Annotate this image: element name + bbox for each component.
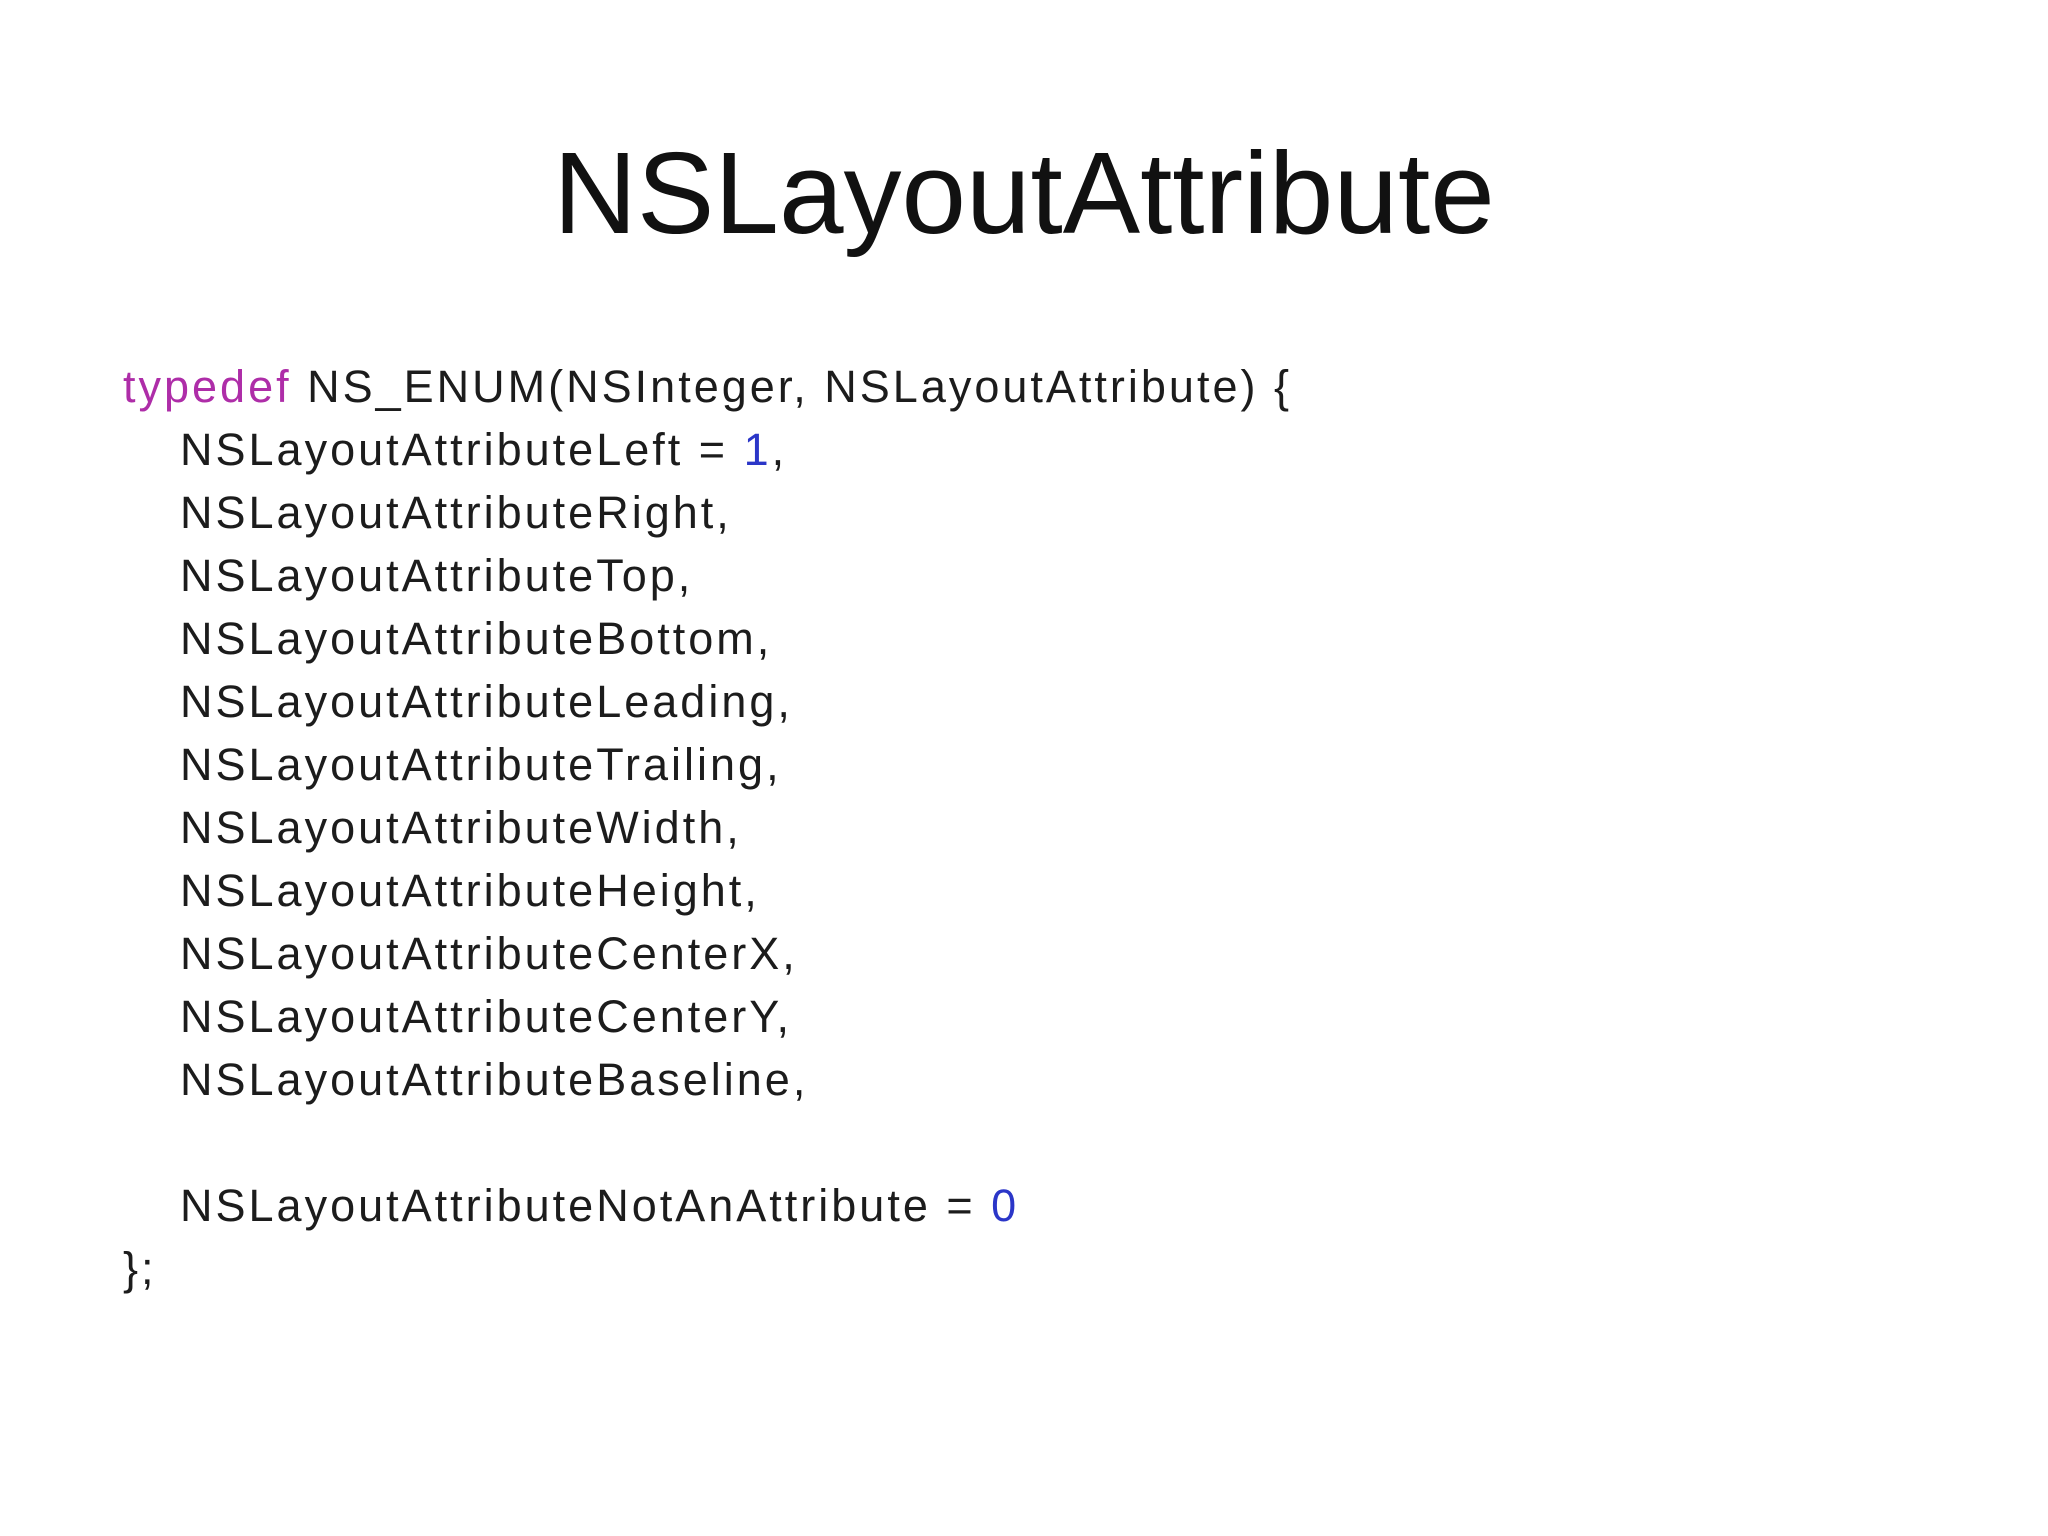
code-text: NSLayoutAttributeNotAnAttribute =	[180, 1180, 992, 1231]
code-block: typedef NS_ENUM(NSInteger, NSLayoutAttri…	[123, 355, 1292, 1300]
code-line: NSLayoutAttributeBaseline,	[123, 1048, 1292, 1111]
code-line: NSLayoutAttributeTop,	[123, 544, 1292, 607]
code-line: };	[123, 1237, 1292, 1300]
code-text: NS_ENUM(NSInteger, NSLayoutAttribute) {	[291, 361, 1293, 412]
code-text: NSLayoutAttributeTrailing,	[180, 739, 782, 790]
code-line: NSLayoutAttributeCenterX,	[123, 922, 1292, 985]
code-text: NSLayoutAttributeCenterY,	[180, 991, 792, 1042]
code-keyword: typedef	[123, 361, 292, 412]
code-text: NSLayoutAttributeBottom,	[180, 613, 773, 664]
code-line: NSLayoutAttributeRight,	[123, 481, 1292, 544]
code-text: NSLayoutAttributeRight,	[180, 487, 732, 538]
code-text: ,	[771, 424, 788, 475]
code-text: NSLayoutAttributeBaseline,	[180, 1054, 809, 1105]
code-line: NSLayoutAttributeTrailing,	[123, 733, 1292, 796]
code-line: NSLayoutAttributeLeading,	[123, 670, 1292, 733]
code-line: NSLayoutAttributeNotAnAttribute = 0	[123, 1174, 1292, 1237]
code-text: };	[123, 1243, 157, 1294]
code-text: NSLayoutAttributeLeading,	[180, 676, 793, 727]
page-title: NSLayoutAttribute	[553, 128, 1495, 258]
code-line: typedef NS_ENUM(NSInteger, NSLayoutAttri…	[123, 355, 1292, 418]
code-blank-line	[123, 1111, 1292, 1174]
code-text: NSLayoutAttributeLeft =	[180, 424, 744, 475]
code-text: NSLayoutAttributeCenterX,	[180, 928, 798, 979]
code-line: NSLayoutAttributeWidth,	[123, 796, 1292, 859]
code-line: NSLayoutAttributeBottom,	[123, 607, 1292, 670]
code-number-literal: 0	[991, 1180, 1020, 1231]
code-line: NSLayoutAttributeHeight,	[123, 859, 1292, 922]
code-text: NSLayoutAttributeWidth,	[180, 802, 742, 853]
code-line: NSLayoutAttributeLeft = 1,	[123, 418, 1292, 481]
code-line: NSLayoutAttributeCenterY,	[123, 985, 1292, 1048]
code-number-literal: 1	[743, 424, 772, 475]
code-text: NSLayoutAttributeTop,	[180, 550, 694, 601]
code-text: NSLayoutAttributeHeight,	[180, 865, 760, 916]
